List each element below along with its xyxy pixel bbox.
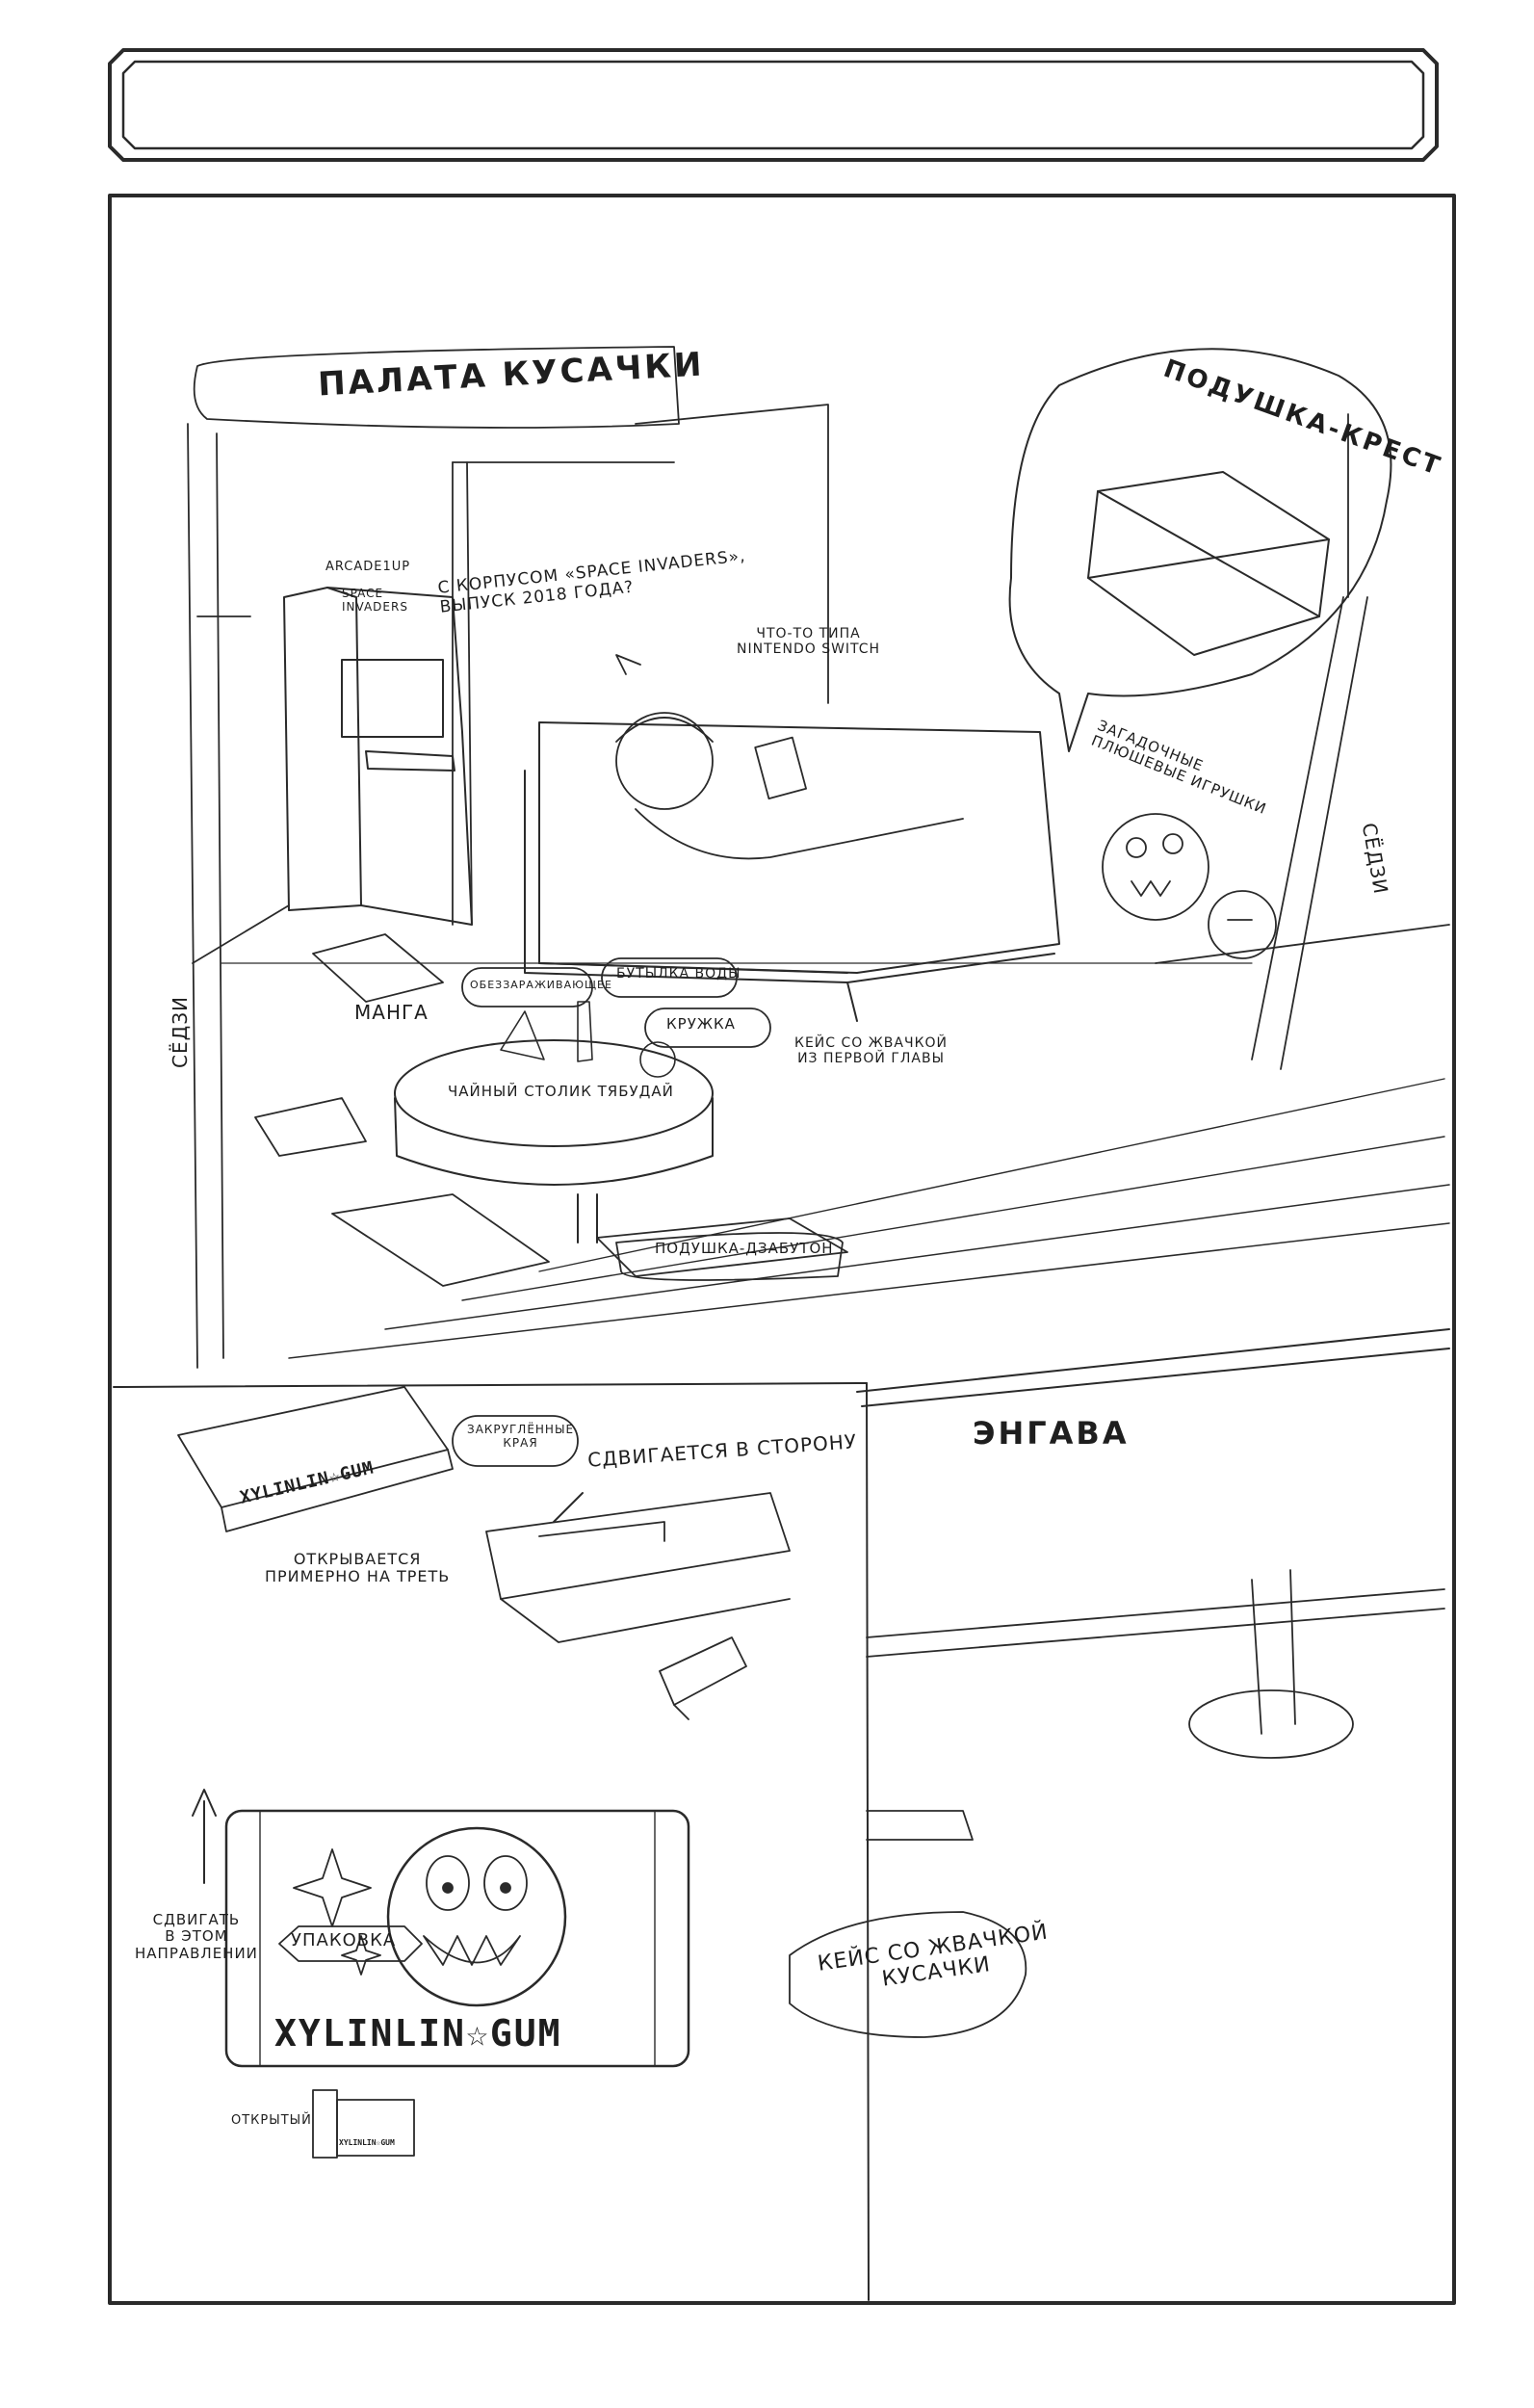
arcade-marquee-label: SPACE INVADERS (342, 587, 408, 614)
room-walls (188, 405, 1449, 1368)
sofa (525, 722, 1059, 1021)
label-bubbles (195, 347, 1027, 2037)
switch-note-label: ЧТО-ТО ТИПА NINTENDO SWITCH (737, 626, 881, 658)
opens-third-label: ОТКРЫВАЕТСЯ ПРИМЕРНО НА ТРЕТЬ (265, 1550, 451, 1586)
gum-case-note-label: КЕЙС СО ЖВАЧКОЙ ИЗ ПЕРВОЙ ГЛАВЫ (794, 1035, 949, 1067)
pillow-cross-bubble (1010, 349, 1391, 751)
main-panel-frame (110, 196, 1454, 2303)
packaging-label: УПАКОВКА (291, 1930, 397, 1950)
engawa-label: ЭНГАВА (973, 1415, 1130, 1452)
sedzi-left-label: СЁДЗИ (169, 995, 193, 1069)
rounded-edges-label: ЗАКРУГЛЁННЫЕ КРАЯ (467, 1423, 575, 1450)
manga-label: МАНГА (354, 1001, 429, 1024)
arcade-cabinet (284, 588, 472, 925)
title-box (110, 50, 1437, 160)
panel-dividers (114, 1185, 1449, 2300)
slide-direction-label: СДВИГАТЬ В ЭТОМ НАПРАВЛЕНИИ (135, 1911, 258, 1962)
cushions (255, 934, 847, 1286)
open-state-label: ОТКРЫТЫЙ (231, 2113, 312, 2128)
arcade-brand-label: ARCADE1UP (325, 560, 411, 574)
engawa-sketch (867, 1570, 1444, 1840)
water-bottle-label: БУТЫЛКА ВОДЫ (616, 966, 741, 982)
gum-brand-label: XYLINLIN☆GUM (274, 2012, 562, 2055)
sanitizer-label: ОБЕЗЗАРАЖИВАЮЩЕЕ (470, 979, 612, 991)
tea-table (395, 1040, 713, 1243)
character-kusachka (616, 655, 963, 858)
zabuton-label: ПОДУШКА-ДЗАБУТОН (655, 1240, 834, 1257)
gum-brand-open-label: XYLINLIN☆GUM (339, 2138, 395, 2147)
plush-toys (1103, 814, 1276, 958)
mug-label: КРУЖКА (666, 1015, 736, 1033)
gum-case-sketches (178, 1387, 790, 2158)
tea-table-label: ЧАЙНЫЙ СТОЛИК ТЯБУДАЙ (448, 1083, 674, 1100)
